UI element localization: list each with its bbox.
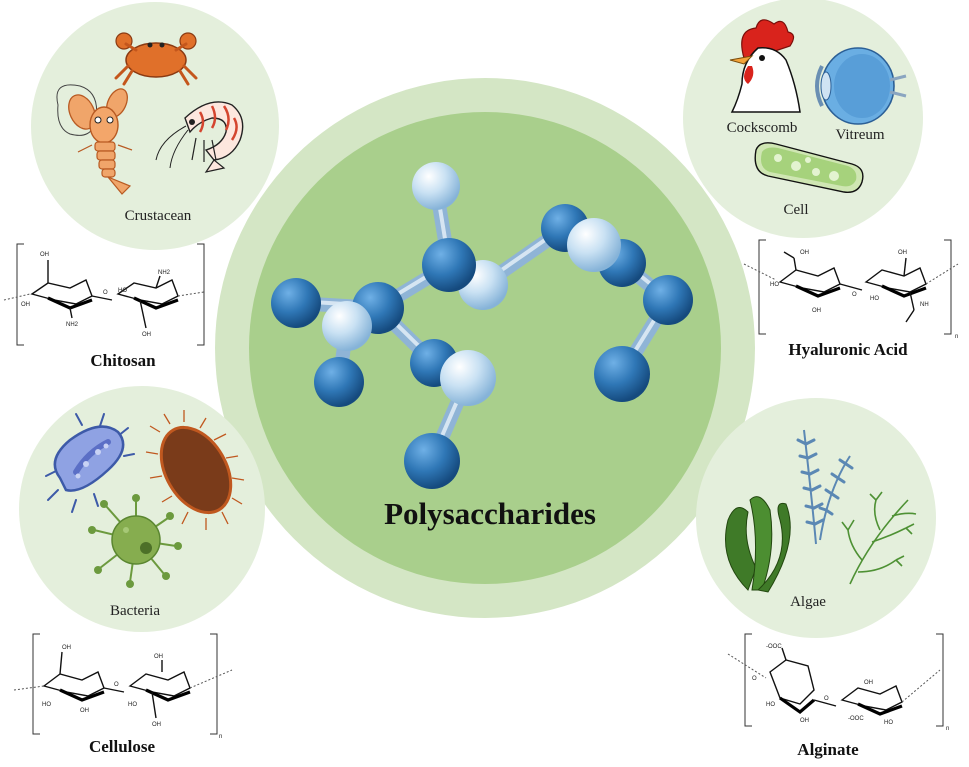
virus-icon (88, 494, 182, 588)
svg-text:OH: OH (800, 250, 809, 256)
svg-text:NH2: NH2 (158, 270, 171, 276)
svg-text:OH: OH (80, 708, 89, 714)
cellulose-label: Cellulose (89, 737, 156, 756)
hyaluronic-acid-structure: OH HO OH O OH HO NH n (743, 239, 958, 340)
vitreum-label: Vitreum (835, 127, 884, 143)
alginate-label: Alginate (797, 740, 859, 759)
svg-text:OH: OH (152, 722, 161, 728)
svg-text:O: O (752, 676, 757, 682)
svg-text:OH: OH (898, 250, 907, 256)
svg-text:HO: HO (770, 282, 779, 288)
svg-text:HO: HO (884, 720, 893, 726)
svg-text:O: O (114, 682, 119, 688)
svg-text:O: O (103, 290, 108, 296)
svg-text:O: O (824, 696, 829, 702)
center-title: Polysaccharides (384, 496, 596, 531)
svg-text:n: n (946, 726, 949, 732)
shrimp-icon (155, 101, 244, 173)
fern-algae-icon (841, 491, 917, 585)
bacterium-rod-icon (145, 410, 245, 530)
svg-text:OH: OH (812, 308, 821, 314)
svg-text:HO: HO (42, 702, 51, 708)
svg-text:NH2: NH2 (66, 322, 79, 328)
svg-text:-OOC: -OOC (766, 644, 782, 650)
seaweed-icon (725, 496, 791, 593)
molecule-icon (271, 162, 693, 489)
blue-algae-icon (796, 429, 854, 545)
svg-text:HO: HO (870, 296, 879, 302)
alginate-structure: -OOC O HO OH O OH -OOC HO n (727, 633, 949, 732)
cell-label: Cell (784, 202, 809, 218)
svg-text:n: n (955, 334, 958, 340)
cell-icon (754, 142, 864, 193)
svg-text:OH: OH (21, 302, 30, 308)
svg-text:OH: OH (800, 718, 809, 724)
chitosan-structure: OH OH NH2 O HO NH2 OH (3, 243, 205, 346)
chitosan-label: Chitosan (90, 351, 156, 370)
svg-text:OH: OH (142, 332, 151, 338)
svg-text:OH: OH (154, 654, 163, 660)
algae-label: Algae (790, 594, 826, 610)
svg-text:HO: HO (118, 288, 127, 294)
cellulose-structure: OH HO OH O OH HO OH n (13, 633, 233, 740)
rooster-icon (729, 19, 801, 113)
eye-icon (815, 47, 907, 125)
svg-text:HO: HO (766, 702, 775, 708)
svg-text:HO: HO (128, 702, 137, 708)
hyaluronic-acid-label: Hyaluronic Acid (788, 340, 908, 359)
svg-text:n: n (219, 734, 222, 740)
bacteria-circle (19, 386, 265, 632)
bacteria-label: Bacteria (110, 603, 160, 619)
lobster-icon (56, 84, 133, 195)
svg-text:OH: OH (864, 680, 873, 686)
bacterium-blue-icon (45, 413, 135, 513)
crustacean-circle (31, 2, 279, 250)
svg-text:OH: OH (62, 645, 71, 651)
svg-text:NH: NH (920, 302, 929, 308)
svg-text:OH: OH (40, 252, 49, 258)
crab-icon (114, 32, 198, 86)
svg-text:-OOC: -OOC (848, 716, 864, 722)
cockscomb-label: Cockscomb (727, 120, 798, 136)
svg-text:O: O (852, 292, 857, 298)
crustacean-label: Crustacean (125, 208, 192, 224)
